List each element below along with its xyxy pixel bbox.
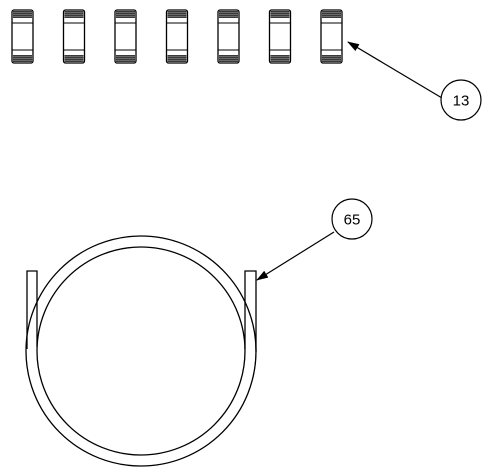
balloon-65 bbox=[331, 198, 373, 240]
fittings-row bbox=[11, 9, 343, 64]
coil-right-end bbox=[244, 270, 257, 352]
tubing-coil bbox=[25, 235, 257, 467]
balloon-13-label: 13 bbox=[453, 93, 470, 110]
fitting-1 bbox=[11, 9, 34, 64]
fitting-6 bbox=[268, 9, 292, 64]
leader-line-13 bbox=[347, 41, 443, 99]
fitting-2 bbox=[62, 9, 86, 64]
callout-13: 13 bbox=[347, 41, 482, 121]
callout-65: 65 bbox=[256, 198, 373, 281]
coil-left-end bbox=[26, 270, 38, 349]
leader-line-65 bbox=[256, 231, 335, 281]
fitting-7 bbox=[320, 9, 343, 64]
balloon-13 bbox=[440, 79, 482, 121]
coil-inner-circle bbox=[36, 246, 246, 456]
fitting-4 bbox=[165, 9, 189, 64]
fitting-3 bbox=[114, 9, 137, 64]
fitting-5 bbox=[217, 9, 240, 64]
balloon-65-label: 65 bbox=[344, 212, 361, 229]
coil-outer-circle bbox=[25, 235, 257, 467]
